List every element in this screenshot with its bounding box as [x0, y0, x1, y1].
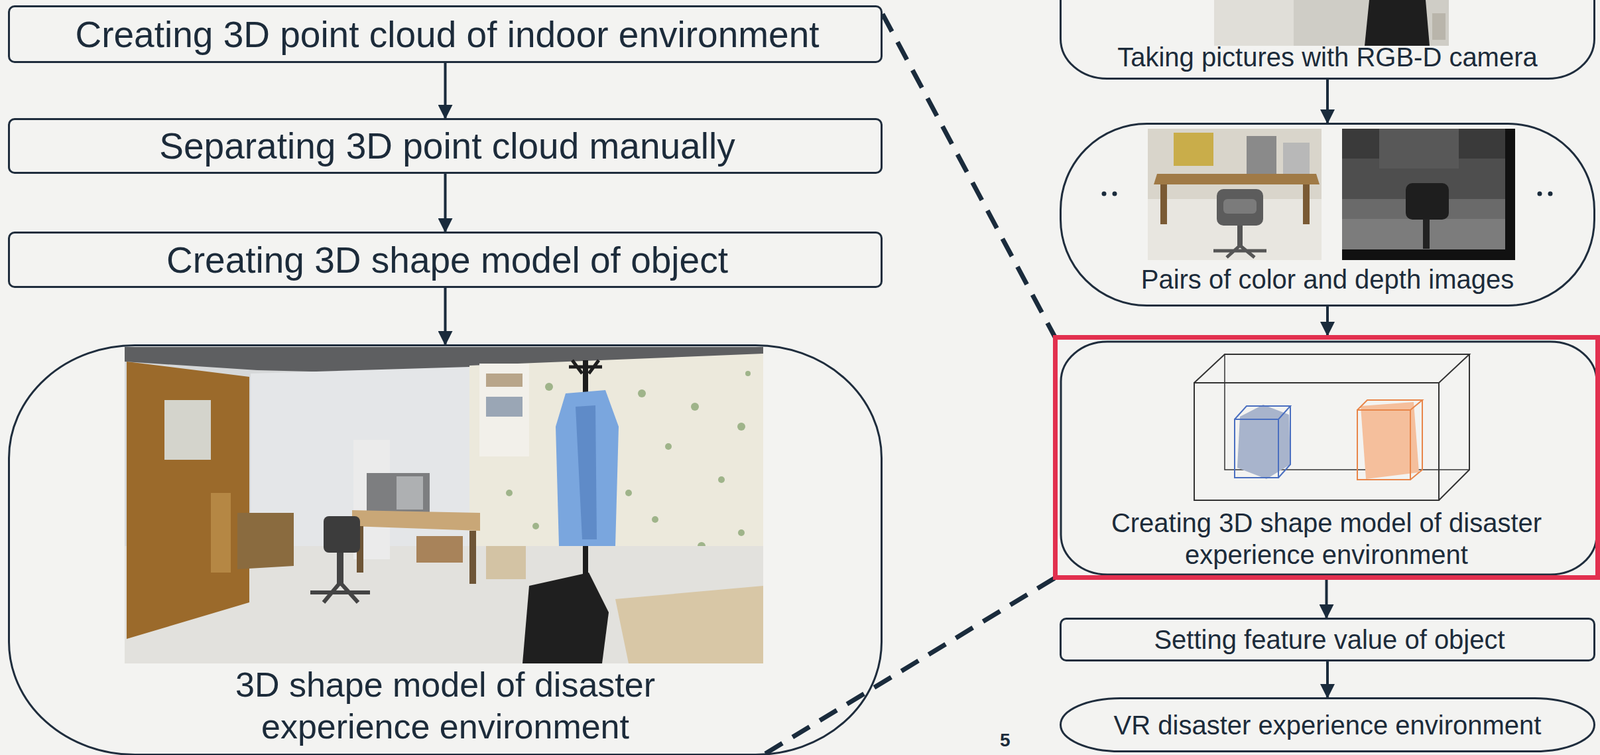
process-box: Setting feature value of object: [1059, 617, 1596, 662]
zoom-leader-line: [882, 13, 1055, 337]
node-text: Taking pictures with RGB-D camera: [1072, 41, 1583, 73]
flow-arrow: [1326, 79, 1329, 123]
zoom-leader-line: [765, 577, 1055, 754]
room-model-photo: [124, 346, 764, 664]
process-box: Creating 3D point cloud of indoor enviro…: [7, 5, 883, 63]
node-text: 3D shape model of disaster experience en…: [180, 663, 711, 747]
flow-arrow: [444, 62, 447, 119]
flow-arrow: [1326, 661, 1329, 697]
step-panel: Pairs of color and depth images: [1059, 122, 1596, 307]
flow-arrow: [1326, 306, 1329, 335]
bounding-box-figure: [1194, 354, 1470, 500]
camera-photo: [1214, 0, 1449, 46]
node-text: Creating 3D shape model of disaster expe…: [1101, 506, 1553, 571]
node-text: Pairs of color and depth images: [1072, 263, 1583, 296]
highlighted-step: Creating 3D shape model of disaster expe…: [1052, 334, 1600, 580]
terminal-ellipse: VR disaster experience environment: [1059, 696, 1596, 752]
flow-arrow: [444, 173, 447, 232]
process-box: Creating 3D shape model of object: [7, 231, 883, 288]
process-box: Separating 3D point cloud manually: [7, 118, 883, 174]
ellipsis-dots: [1102, 191, 1553, 197]
step-panel: Taking pictures with RGB-D camera: [1059, 0, 1596, 80]
flow-arrow: [444, 287, 447, 345]
page-number: 5: [999, 729, 1011, 751]
node-text: Creating 3D shape model of object: [23, 238, 872, 282]
result-panel: 3D shape model of disaster experience en…: [7, 344, 883, 755]
flow-arrow: [1325, 579, 1329, 618]
node-text: Setting feature value of object: [1074, 623, 1585, 656]
node-text: Creating 3D point cloud of indoor enviro…: [23, 12, 872, 57]
color-photo: [1147, 128, 1322, 260]
depth-photo: [1342, 128, 1516, 260]
node-text: Separating 3D point cloud manually: [23, 123, 872, 168]
node-text: VR disaster experience environment: [1072, 708, 1583, 741]
